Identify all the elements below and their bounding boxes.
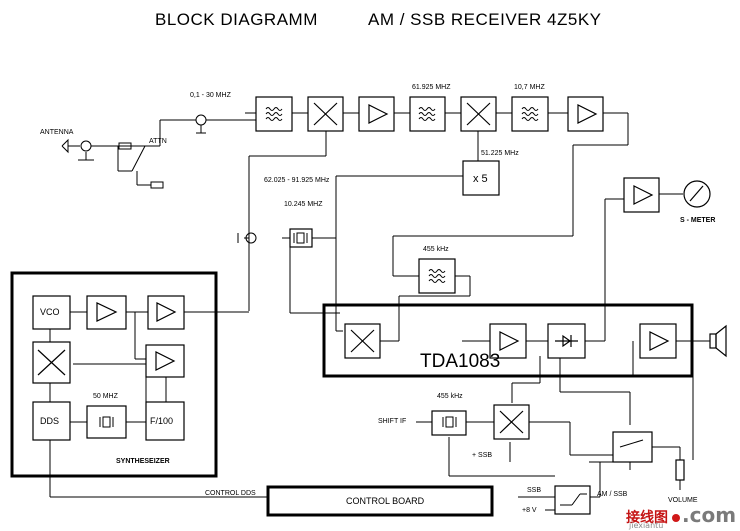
synth-amp-1: [86, 295, 127, 330]
ssb-switch: [554, 485, 591, 515]
label-shift-if: SHIFT IF: [378, 418, 406, 425]
vco-block: [32, 295, 71, 330]
label-freq-lo2: 51.225 MHz: [481, 150, 519, 157]
label-am-ssb: AM / SSB: [597, 491, 628, 498]
label-synth: SYNTHESEIZER: [116, 458, 170, 465]
label-freq-455b: 455 kHz: [437, 393, 463, 400]
label-plus-ssb: + SSB: [472, 452, 492, 459]
synthesizer-frame: [10, 271, 218, 478]
label-control-dds: CONTROL DDS: [205, 490, 256, 497]
smeter-icon: [683, 180, 711, 208]
diode-symbol: [555, 334, 578, 348]
mixer-symbols: [37, 102, 524, 434]
synth-amp-2: [147, 295, 185, 330]
watermark-en: jiexiantu: [629, 521, 664, 530]
label-freq-lo1: 62.025 - 91.925 MHz: [264, 177, 330, 184]
label-freq-if1: 61.925 MHZ: [412, 84, 451, 91]
label-vco: VCO: [40, 307, 60, 317]
crystal-10245: [289, 228, 313, 248]
label-tda: TDA1083: [420, 351, 500, 372]
label-freq-if2: 10,7 MHZ: [514, 84, 545, 91]
speaker-icon: [709, 324, 727, 358]
dds-block: [32, 401, 71, 441]
smeter-amplifier: [623, 177, 660, 213]
label-dds: DDS: [40, 416, 59, 426]
label-antenna: ANTENNA: [40, 129, 74, 136]
watermark-dot: [672, 514, 680, 522]
divider-f100: [145, 401, 185, 441]
label-control-board: CONTROL BOARD: [346, 496, 425, 506]
crystal-50: [86, 405, 127, 439]
tda1083-frame: [322, 303, 694, 378]
label-attn: ATTN: [149, 138, 167, 145]
amplifier-tda: [489, 323, 527, 359]
label-freq-xtal: 10.245 MHZ: [284, 201, 323, 208]
diagram-labels: ANTENNA ATTN 0,1 - 30 MHZ 61.925 MHZ 10,…: [40, 84, 715, 514]
label-smeter: S - METER: [680, 217, 715, 224]
synth-mixer: [32, 341, 71, 384]
label-freq-in: 0,1 - 30 MHZ: [190, 92, 232, 99]
attenuator: [61, 114, 257, 244]
label-mult: x 5: [473, 173, 488, 185]
diagram-title: BLOCK DIAGRAMM: [155, 10, 318, 29]
amplifier-2: [567, 96, 604, 132]
receiver-title: AM / SSB RECEIVER 4Z5KY: [368, 10, 602, 29]
synth-amp-3: [145, 344, 185, 378]
amplifier-audio: [639, 323, 677, 359]
switch-symbols: [560, 439, 644, 506]
label-plus-8v: +8 V: [522, 507, 537, 514]
label-volume: VOLUME: [668, 497, 698, 504]
control-board-frame: [266, 485, 494, 517]
amplifier-1: [358, 96, 395, 132]
crystal-symbols: [99, 232, 457, 428]
multiplier-x5: [462, 160, 500, 196]
volume-pot: [675, 459, 685, 481]
label-ssb: SSB: [527, 487, 541, 494]
amplifier-symbols: [96, 104, 670, 371]
label-freq-50: 50 MHZ: [93, 393, 119, 400]
crystal-455: [431, 410, 467, 436]
watermark-cn: 接线图: [626, 510, 668, 526]
signal-wires: [49, 112, 710, 511]
watermark-com: .com: [682, 503, 737, 527]
label-f100: F/100: [150, 416, 173, 426]
switch-amssb: [612, 431, 653, 463]
filter-107: [511, 96, 549, 132]
label-freq-455: 455 kHz: [423, 246, 449, 253]
